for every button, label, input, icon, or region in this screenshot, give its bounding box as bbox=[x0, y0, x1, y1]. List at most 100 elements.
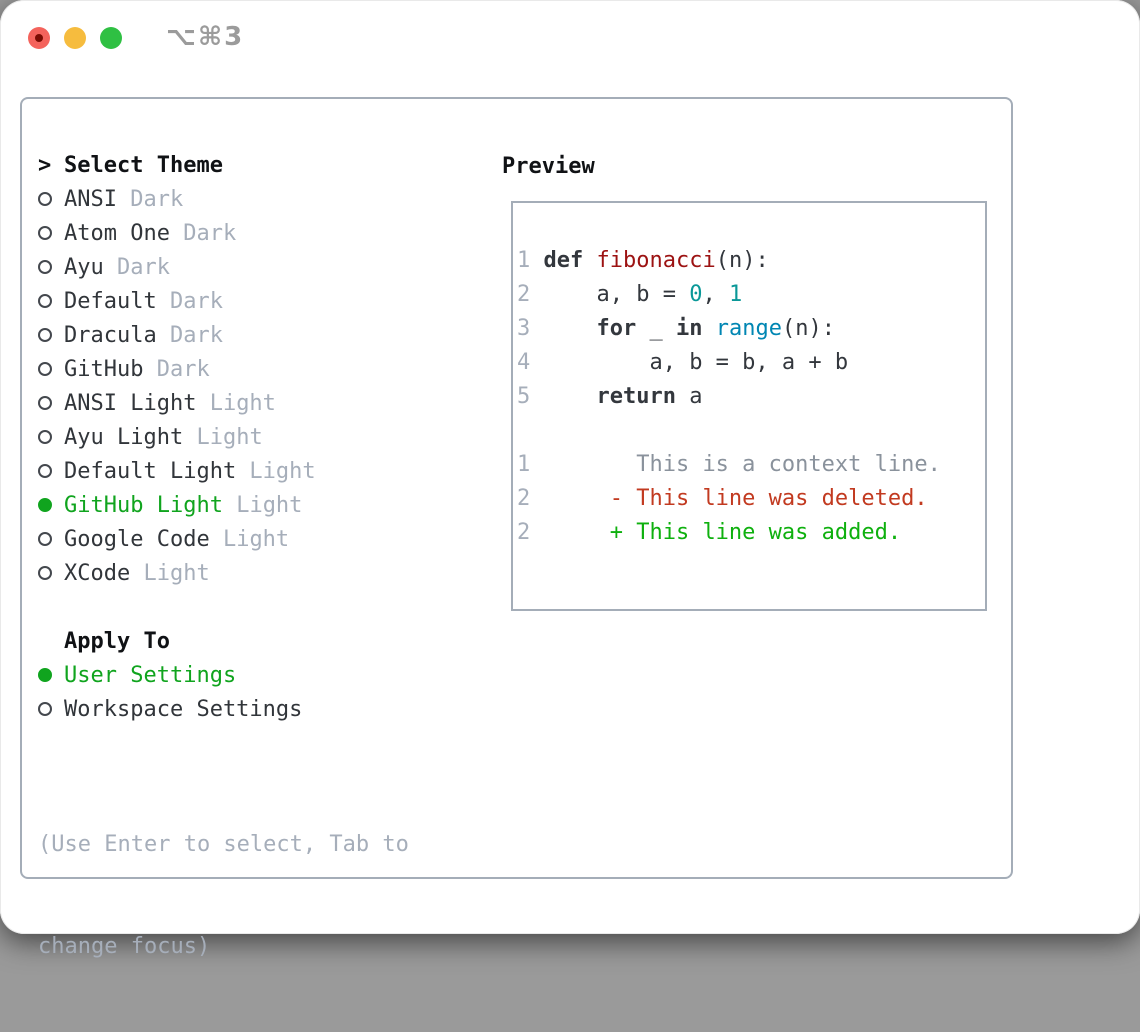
code-line: 2 + This line was added. bbox=[517, 516, 985, 550]
code-segment-added: + This line was added. bbox=[543, 520, 902, 545]
line-number: 3 bbox=[517, 316, 544, 341]
theme-name: ANSI bbox=[64, 186, 117, 212]
code-segment-plain: , bbox=[702, 282, 729, 307]
radio-selected-icon bbox=[38, 498, 52, 512]
code-blank-line bbox=[517, 414, 985, 448]
theme-variant-label: Dark bbox=[143, 356, 210, 382]
theme-name: Atom One bbox=[64, 220, 170, 246]
theme-name: XCode bbox=[64, 560, 131, 586]
close-button[interactable] bbox=[28, 27, 50, 49]
code-segment-title: fibonacci bbox=[596, 248, 716, 273]
apply-option-user-settings[interactable]: User Settings bbox=[38, 658, 498, 692]
code-segment-number: 0 bbox=[689, 282, 703, 307]
line-number: 2 bbox=[517, 486, 544, 511]
code-line: 1 This is a context line. bbox=[517, 448, 985, 482]
theme-variant-label: Dark bbox=[156, 322, 223, 348]
theme-variant-label: Dark bbox=[116, 186, 184, 212]
line-number: 4 bbox=[517, 350, 544, 375]
theme-name: Ayu bbox=[64, 254, 104, 280]
theme-option-ayu[interactable]: Ayu Dark bbox=[38, 250, 498, 284]
theme-option-default-light[interactable]: Default Light Light bbox=[38, 454, 498, 488]
theme-option-dracula[interactable]: Dracula Dark bbox=[38, 318, 498, 352]
theme-variant-label: Dark bbox=[103, 254, 170, 280]
maximize-button[interactable] bbox=[100, 27, 122, 49]
spacer bbox=[38, 726, 498, 760]
help-text: (Use Enter to select, Tab to change focu… bbox=[38, 760, 498, 1032]
preview-title: Preview bbox=[502, 154, 595, 179]
code-segment-plain: a, b = b, a + b bbox=[543, 350, 849, 375]
radio-unselected-icon bbox=[38, 532, 52, 546]
apply-option-workspace-settings[interactable]: Workspace Settings bbox=[38, 692, 498, 726]
theme-option-default[interactable]: Default Dark bbox=[38, 284, 498, 318]
minimize-button[interactable] bbox=[64, 27, 86, 49]
titlebar: ⌥⌘3 bbox=[0, 0, 1140, 72]
code-line: 3 for _ in range(n): bbox=[517, 312, 985, 346]
radio-unselected-icon bbox=[38, 566, 52, 580]
theme-variant-label: Light bbox=[183, 424, 263, 450]
line-number: 1 bbox=[517, 452, 544, 477]
spacer bbox=[38, 590, 498, 624]
code-line: 5 return a bbox=[517, 380, 985, 414]
radio-unselected-icon bbox=[38, 702, 52, 716]
select-theme-title: Select Theme bbox=[64, 152, 223, 178]
theme-variant-label: Light bbox=[236, 458, 316, 484]
radio-unselected-icon bbox=[38, 226, 52, 240]
code-segment-plain: (n): bbox=[715, 248, 769, 273]
code-segment-keyword: return bbox=[596, 384, 676, 409]
radio-unselected-icon bbox=[38, 260, 52, 274]
code-segment-keyword: def bbox=[543, 248, 597, 273]
radio-unselected-icon bbox=[38, 328, 52, 342]
code-segment-context: This is a context line. bbox=[543, 452, 941, 477]
theme-variant-label: Light bbox=[196, 390, 276, 416]
code-line: 4 a, b = b, a + b bbox=[517, 346, 985, 380]
apply-to-header: Apply To bbox=[38, 624, 498, 658]
theme-option-xcode[interactable]: XCode Light bbox=[38, 556, 498, 590]
code-line: 2 - This line was deleted. bbox=[517, 482, 985, 516]
radio-unselected-icon bbox=[38, 430, 52, 444]
theme-name: ANSI Light bbox=[64, 390, 197, 416]
theme-variant-label: Light bbox=[222, 492, 303, 518]
theme-name: GitHub Light bbox=[64, 492, 223, 518]
theme-option-github-light[interactable]: GitHub Light Light bbox=[38, 488, 498, 522]
code-segment-keyword: for bbox=[596, 316, 637, 341]
line-number: 2 bbox=[517, 520, 544, 545]
select-theme-header: > Select Theme bbox=[38, 148, 498, 182]
theme-variant-label: Light bbox=[130, 560, 210, 586]
radio-unselected-icon bbox=[38, 464, 52, 478]
theme-option-ayu-light[interactable]: Ayu Light Light bbox=[38, 420, 498, 454]
theme-variant-label: Dark bbox=[156, 288, 223, 314]
code-segment-plain bbox=[702, 316, 715, 341]
code-segment-plain bbox=[544, 316, 597, 341]
help-line-1: (Use Enter to select, Tab to bbox=[38, 832, 409, 857]
line-number: 2 bbox=[517, 282, 544, 307]
theme-name: Default bbox=[64, 288, 157, 314]
theme-option-ansi[interactable]: ANSI Dark bbox=[38, 182, 498, 216]
code-segment-plain bbox=[544, 384, 597, 409]
code-segment-number: 1 bbox=[728, 282, 743, 307]
theme-option-atom-one[interactable]: Atom One Dark bbox=[38, 216, 498, 250]
theme-name: GitHub bbox=[64, 356, 144, 382]
code-segment-builtin: range bbox=[715, 316, 782, 341]
radio-selected-icon bbox=[38, 668, 52, 682]
theme-name: Ayu Light bbox=[64, 424, 184, 450]
prompt-caret: > bbox=[38, 152, 52, 178]
code-line: 2 a, b = 0, 1 bbox=[517, 278, 985, 312]
radio-unselected-icon bbox=[38, 362, 52, 376]
line-number: 1 bbox=[517, 248, 544, 273]
code-segment-plain: _ bbox=[636, 316, 676, 341]
theme-option-github[interactable]: GitHub Dark bbox=[38, 352, 498, 386]
code-segment-plain: a, b = bbox=[543, 282, 690, 307]
theme-option-ansi-light[interactable]: ANSI Light Light bbox=[38, 386, 498, 420]
radio-unselected-icon bbox=[38, 294, 52, 308]
theme-variant-label: Dark bbox=[169, 220, 237, 246]
window-title-shortcut: ⌥⌘3 bbox=[166, 22, 245, 52]
apply-to-title: Apply To bbox=[64, 628, 170, 654]
unsaved-dot-icon bbox=[35, 34, 43, 42]
theme-option-google-code[interactable]: Google Code Light bbox=[38, 522, 498, 556]
code-segment-plain: (n): bbox=[781, 316, 835, 341]
